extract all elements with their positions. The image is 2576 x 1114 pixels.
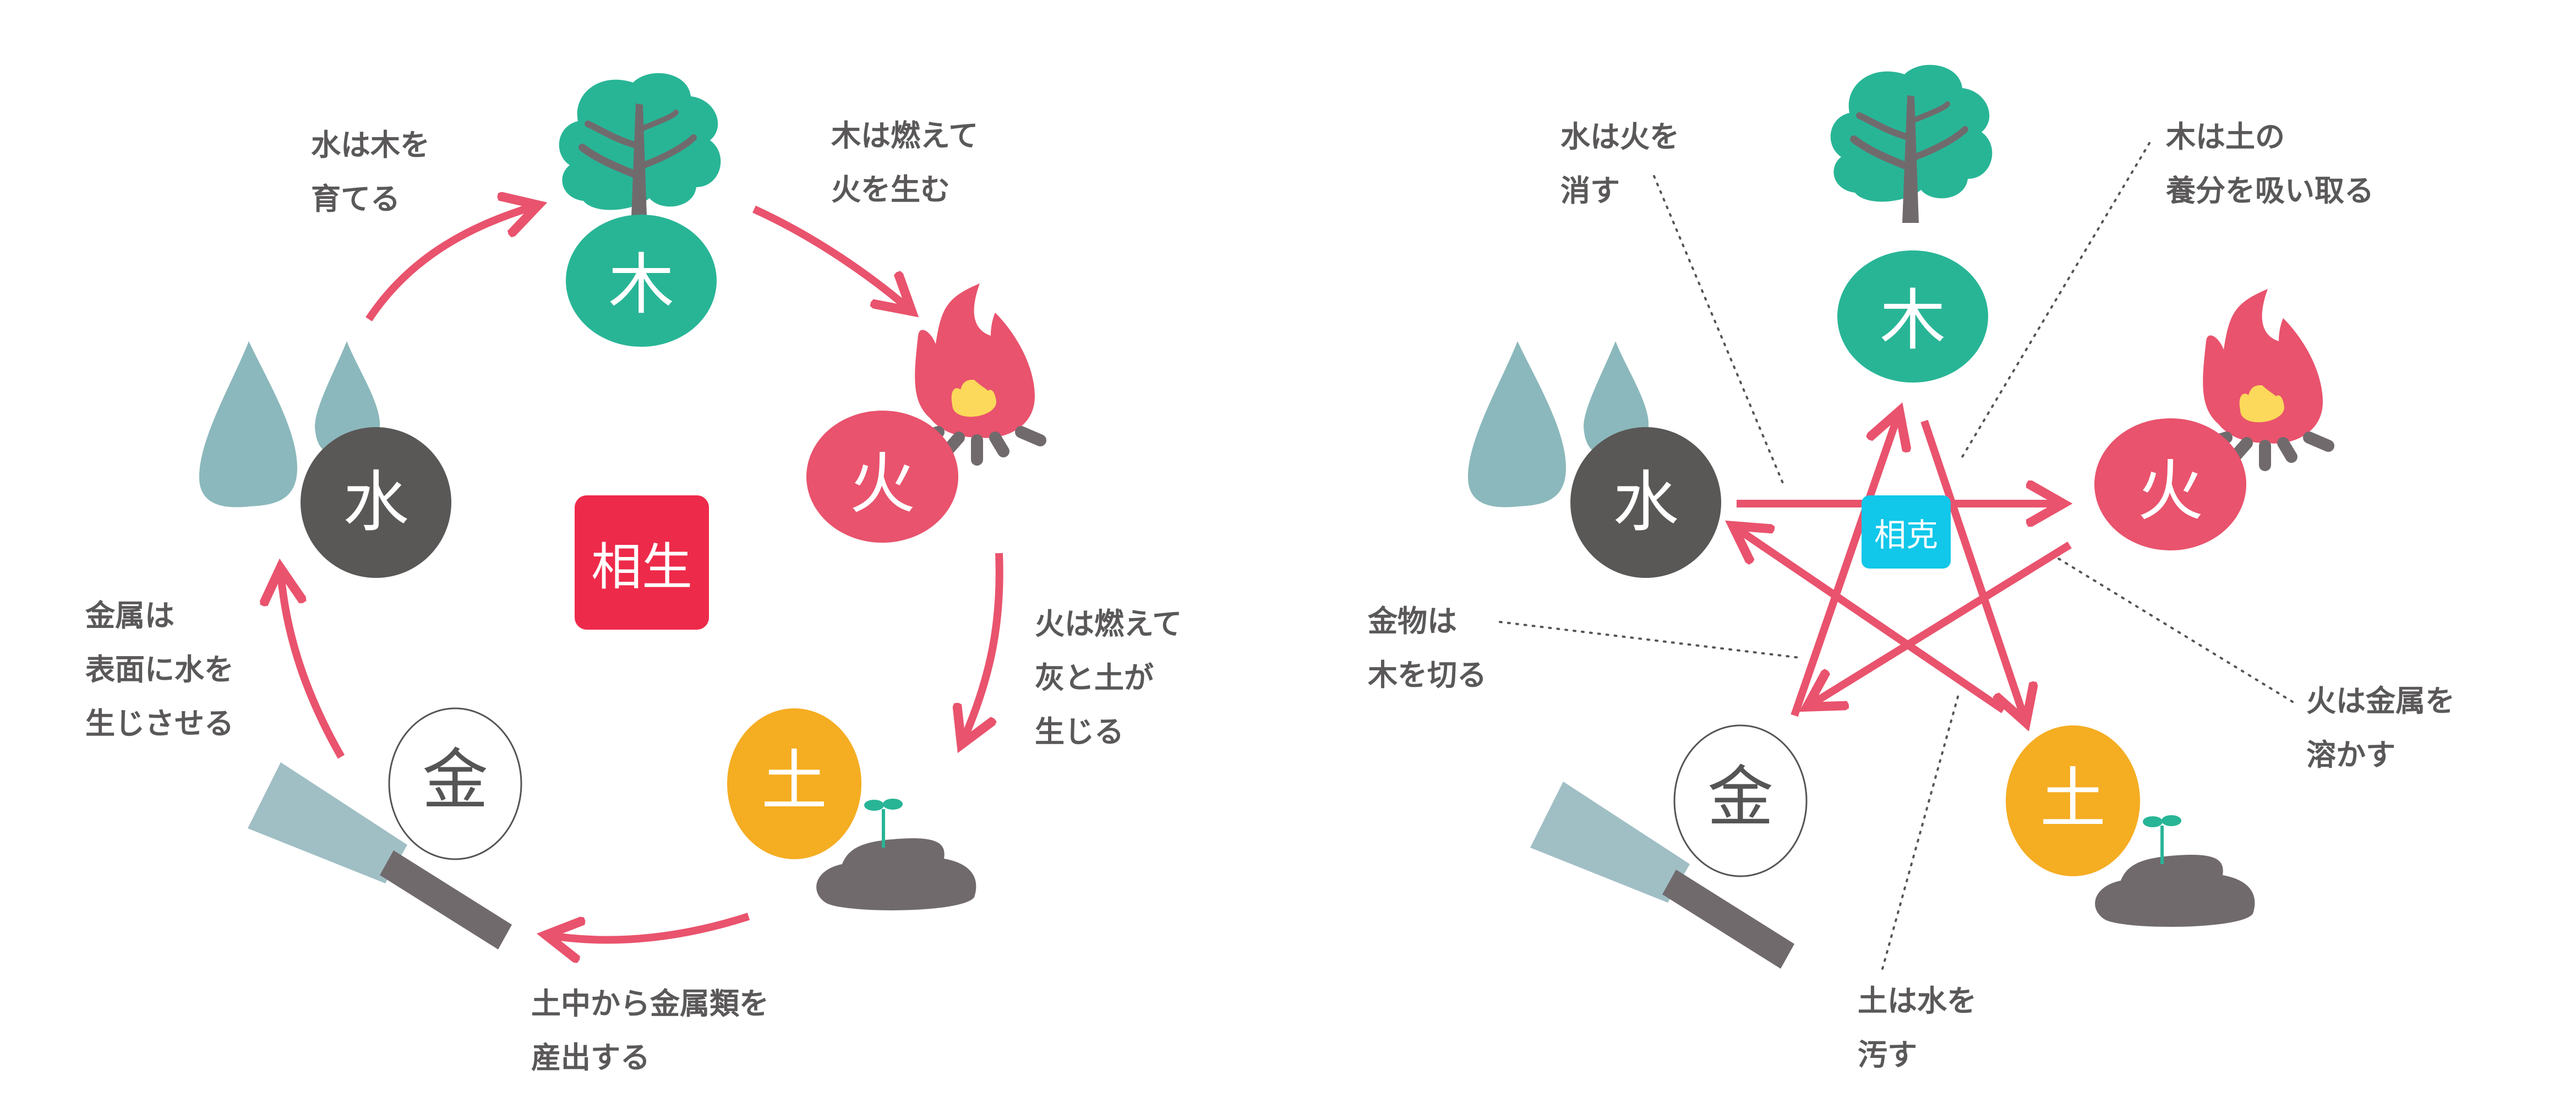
- water-node: 水: [1570, 427, 1721, 578]
- caption-line: 汚す: [1858, 1037, 1917, 1072]
- arrow-metal-to-wood: [1791, 416, 1898, 717]
- wood-label: 木: [1880, 283, 1946, 359]
- wood-label: 木: [608, 247, 674, 324]
- caption-line: 育てる: [311, 182, 400, 216]
- sokoku-diagram: 木 火 土 金 水: [1467, 65, 2328, 970]
- caption-line: 土中から金属類を: [531, 986, 769, 1021]
- caption-line: 生じる: [1035, 714, 1124, 749]
- caption-metal-generates-water: 金属は 表面に水を 生じさせる: [85, 589, 234, 751]
- arrow-earth-to-water: [1737, 528, 2006, 713]
- sosei-badge: 相生: [575, 495, 709, 630]
- sokoku-leader-lines: [1499, 142, 2294, 970]
- caption-line: 表面に水を: [85, 652, 234, 687]
- caption-line: 金物は: [1368, 604, 1457, 638]
- caption-line: 火は金属を: [2306, 684, 2455, 718]
- fire-node: 火: [806, 411, 958, 543]
- tree-icon: [1831, 65, 1993, 223]
- arrow-earth-to-metal: [550, 913, 750, 940]
- arrow-metal-to-water: [281, 572, 345, 759]
- earth-node: 土: [2006, 725, 2140, 876]
- caption-wood-generates-fire: 木は燃えて 火を生む: [831, 109, 978, 217]
- wood-node: 木: [566, 215, 717, 347]
- caption-line: 生じさせる: [85, 706, 234, 741]
- fire-label: 火: [2137, 454, 2203, 530]
- caption-wood-controls-earth: 木は土の 養分を吸い取る: [2166, 110, 2374, 218]
- tree-icon: [559, 73, 721, 231]
- fire-node: 火: [2094, 418, 2246, 550]
- caption-earth-controls-water: 土は水を 汚す: [1858, 974, 1977, 1082]
- caption-line: 消す: [1560, 173, 1620, 208]
- caption-line: 木を切る: [1368, 658, 1487, 692]
- wood-node: 木: [1837, 250, 1988, 383]
- metal-label: 金: [1707, 760, 1773, 836]
- earth-label: 土: [761, 744, 827, 820]
- fire-label: 火: [849, 446, 915, 523]
- caption-fire-controls-metal: 火は金属を 溶かす: [2306, 674, 2455, 782]
- water-label: 水: [343, 465, 409, 541]
- caption-line: 土は水を: [1858, 984, 1977, 1018]
- caption-line: 火を生む: [831, 172, 950, 207]
- leader-water-fire: [1653, 175, 1784, 485]
- metal-node: 金: [388, 707, 522, 860]
- metal-label: 金: [422, 742, 488, 819]
- caption-line: 養分を吸い取る: [2166, 173, 2374, 208]
- sosei-arrows: [281, 205, 1003, 940]
- leader-earth-water: [1881, 690, 1961, 970]
- caption-water-generates-wood: 水は木を 育てる: [311, 118, 430, 226]
- arrow-fire-to-metal: [1811, 542, 2072, 705]
- earth-node: 土: [727, 708, 861, 859]
- caption-metal-controls-wood: 金物は 木を切る: [1368, 594, 1487, 702]
- caption-fire-generates-earth: 火は燃えて 灰と土が 生じる: [1035, 597, 1182, 759]
- sosei-diagram: 木 火 土 金 水: [199, 73, 1040, 949]
- leader-fire-metal: [2057, 558, 2294, 703]
- arrow-wood-to-earth: [1920, 419, 2024, 718]
- caption-line: 火は燃えて: [1035, 607, 1182, 641]
- sokoku-badge: 相克: [1862, 495, 1951, 569]
- arrow-water-to-wood: [365, 206, 534, 321]
- caption-line: 水は木を: [311, 128, 430, 162]
- water-label: 水: [1613, 465, 1679, 541]
- caption-line: 金属は: [85, 598, 174, 633]
- earth-label: 土: [2040, 761, 2106, 838]
- caption-line: 産出する: [531, 1040, 650, 1075]
- arrow-fire-to-earth: [963, 553, 1003, 740]
- caption-earth-generates-metal: 土中から金属類を 産出する: [531, 977, 769, 1085]
- caption-line: 水は火を: [1560, 119, 1679, 154]
- caption-line: 溶かす: [2306, 738, 2395, 772]
- metal-node: 金: [1673, 724, 1808, 877]
- arrow-wood-to-fire: [752, 205, 908, 308]
- caption-line: 木は土の: [2166, 119, 2285, 154]
- caption-water-controls-fire: 水は火を 消す: [1560, 110, 1679, 218]
- water-node: 水: [301, 427, 451, 578]
- caption-line: 木は燃えて: [831, 118, 979, 153]
- leader-metal-wood: [1499, 621, 1801, 659]
- leader-wood-earth: [1961, 142, 2151, 458]
- caption-line: 灰と土が: [1035, 660, 1154, 695]
